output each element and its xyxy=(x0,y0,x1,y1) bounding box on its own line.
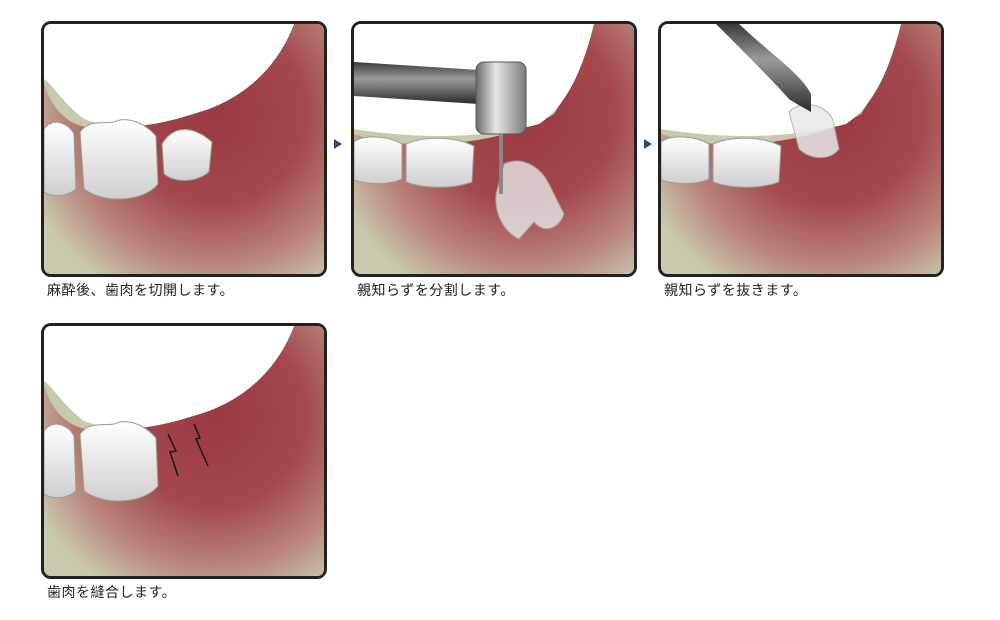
molar-tooth xyxy=(44,119,213,200)
dental-forceps xyxy=(716,24,811,112)
step-4-illustration xyxy=(41,323,327,579)
step-1-caption: 麻酔後、歯肉を切開します。 xyxy=(47,283,235,299)
step-2-illustration xyxy=(351,21,637,277)
step-1-illustration xyxy=(41,21,327,277)
molar-tooth xyxy=(44,421,159,502)
molar-tooth xyxy=(661,136,782,188)
impacted-tooth xyxy=(495,160,565,240)
step-3-caption: 親知らずを抜きます。 xyxy=(664,283,808,299)
molar-tooth xyxy=(354,136,475,188)
arrow-right-icon xyxy=(644,139,652,149)
dental-drill xyxy=(354,61,527,194)
step-2-caption: 親知らずを分割します。 xyxy=(357,283,515,299)
step-4-caption: 歯肉を縫合します。 xyxy=(47,585,177,601)
arrow-right-icon xyxy=(334,139,342,149)
step-3-illustration xyxy=(658,21,944,277)
suture-stitch xyxy=(167,423,209,477)
